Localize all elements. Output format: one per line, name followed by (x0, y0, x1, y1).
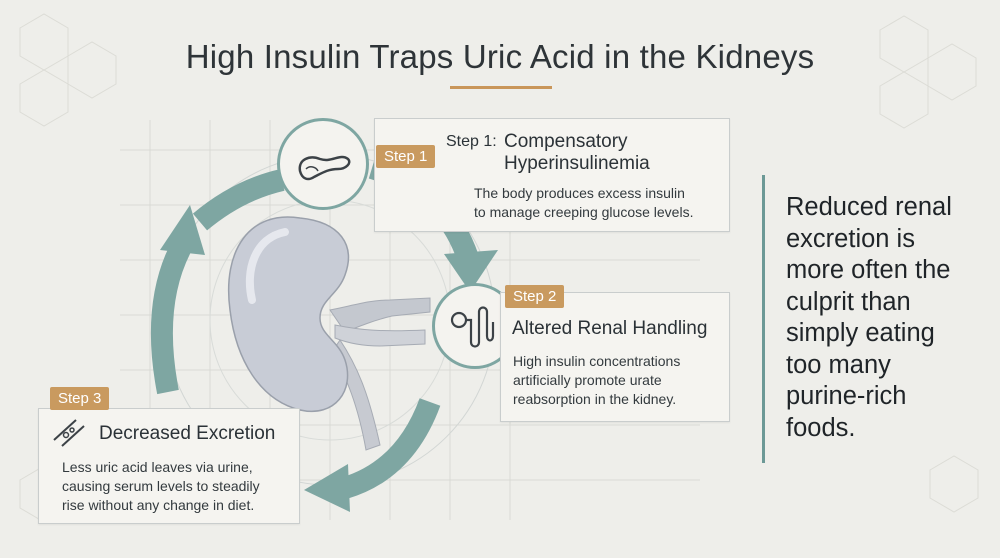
cycle-arrowhead-right (444, 250, 498, 292)
callout-line: foods. (786, 413, 856, 442)
step1-badge: Step 1 (376, 145, 436, 168)
step2-card (500, 292, 730, 422)
callout-line: too many (786, 350, 891, 379)
step2-body-line2: artificially promote urate (513, 372, 662, 388)
blood-vessel-icon (53, 419, 85, 447)
cycle-arrow-step3-to-step1 (150, 234, 195, 395)
cycle-arrowhead-left (160, 205, 205, 255)
callout-line: more often the (786, 256, 951, 284)
pancreas-icon (298, 155, 351, 181)
step1-body-line2: to manage creeping glucose levels. (474, 204, 694, 220)
step2-title: Altered Renal Handling (512, 318, 708, 339)
cycle-arrowhead-bottom (304, 464, 350, 512)
step1-title-line1: Compensatory (504, 131, 628, 152)
kidney-illustration (228, 216, 431, 451)
page-title: High Insulin Traps Uric Acid in the Kidn… (185, 38, 815, 75)
callout-line: culprit than (786, 287, 911, 316)
step1-title-line2: Hyperinsulinemia (504, 153, 650, 174)
step2-body-line1: High insulin concentrations (513, 353, 681, 369)
title-underline (450, 86, 552, 89)
step1-icon-circle (277, 118, 369, 210)
step2-body-line3: reabsorption in the kidney. (513, 391, 677, 407)
callout-line: excretion is (786, 224, 915, 253)
step2-badge: Step 2 (505, 285, 565, 308)
step3-title: Decreased Excretion (99, 423, 276, 444)
callout-text: Reduced renal excretion is more often th… (786, 192, 986, 444)
step1-body-line1: The body produces excess insulin (474, 185, 685, 201)
step3-body-line3: rise without any change in diet. (62, 497, 255, 513)
step3-body-line2: causing serum levels to steadily (62, 478, 260, 494)
nephron-icon (450, 306, 495, 348)
callout-line: purine-rich (786, 382, 907, 410)
step3-badge: Step 3 (50, 387, 110, 410)
step1-prefix: Step 1: (446, 133, 497, 150)
callout-accent-bar (762, 175, 765, 463)
step3-body-line1: Less uric acid leaves via urine, (62, 459, 253, 475)
callout-line: Reduced renal (786, 193, 952, 221)
cycle-arrow-step2-to-step3 (341, 398, 441, 499)
callout-line: simply eating (786, 319, 935, 347)
step1-card (374, 118, 730, 232)
